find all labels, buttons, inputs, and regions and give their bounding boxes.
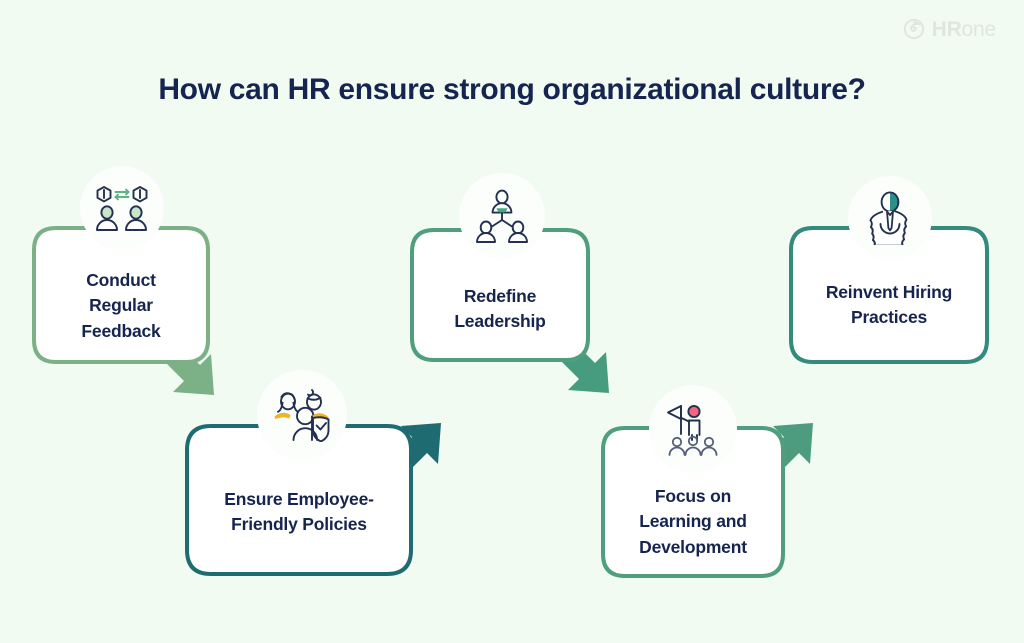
feedback-exchange-icon [96, 186, 148, 231]
card-label-line: Redefine [463, 286, 537, 306]
card-icon-badge [459, 173, 545, 259]
card-outline [410, 228, 590, 362]
brand-logo: HRone [903, 18, 996, 40]
card-label: Redefine Leadership [410, 284, 590, 335]
leadership-hierarchy-icon [476, 189, 528, 243]
card-label-line: Friendly Policies [231, 514, 367, 535]
report-left [476, 220, 496, 243]
brand-name-bold: HR [931, 17, 962, 41]
card-label-line: Practices [850, 307, 928, 328]
card-label-line: Focus on [654, 486, 732, 506]
card-conduct-regular-feedback[interactable]: Conduct Regular Feedback [32, 166, 210, 364]
card-label-line: Reinvent Hiring [825, 282, 953, 302]
card-icon-badge [848, 176, 932, 260]
card-ensure-employee-friendly-policies[interactable]: Ensure Employee- Friendly Policies [185, 370, 413, 576]
card-label-line: Feedback [81, 320, 161, 341]
brand-name-light: one [961, 17, 997, 41]
card-outline [32, 226, 210, 364]
flag-leader-crowd-icon [667, 404, 718, 456]
card-icon-badge [80, 166, 164, 250]
card-icon-badge [649, 385, 737, 473]
card-reinvent-hiring-practices[interactable]: Reinvent Hiring Practices [789, 176, 989, 364]
card-focus-on-learning-and-development[interactable]: Focus on Learning and Development [601, 385, 785, 578]
business-person-icon [869, 191, 908, 245]
card-label-line: Leadership [454, 311, 546, 332]
person-left [96, 205, 118, 231]
card-redefine-leadership[interactable]: Redefine Leadership [410, 173, 590, 362]
card-label-line: Conduct [86, 270, 156, 290]
card-icon-badge [257, 370, 347, 460]
hrone-spiral-icon [903, 18, 924, 40]
card-outline [601, 426, 785, 578]
card-label-line: Regular [89, 295, 153, 316]
card-label-line: Learning and [639, 511, 747, 532]
card-label-line: Ensure Employee- [224, 489, 374, 509]
brand-logo-text: HRone [931, 17, 997, 41]
card-label-line: Development [639, 536, 747, 557]
card-outline [185, 424, 413, 576]
person-right [125, 205, 147, 231]
leader [491, 189, 513, 214]
card-label: Focus on Learning and Development [601, 484, 785, 560]
card-label: Reinvent Hiring Practices [789, 280, 989, 331]
report-right [508, 220, 528, 243]
page-title: How can HR ensure strong organizational … [158, 73, 866, 106]
card-label: Conduct Regular Feedback [32, 268, 210, 344]
family-shield-icon [274, 389, 330, 442]
card-label: Ensure Employee- Friendly Policies [185, 487, 413, 538]
card-outline [789, 226, 989, 364]
